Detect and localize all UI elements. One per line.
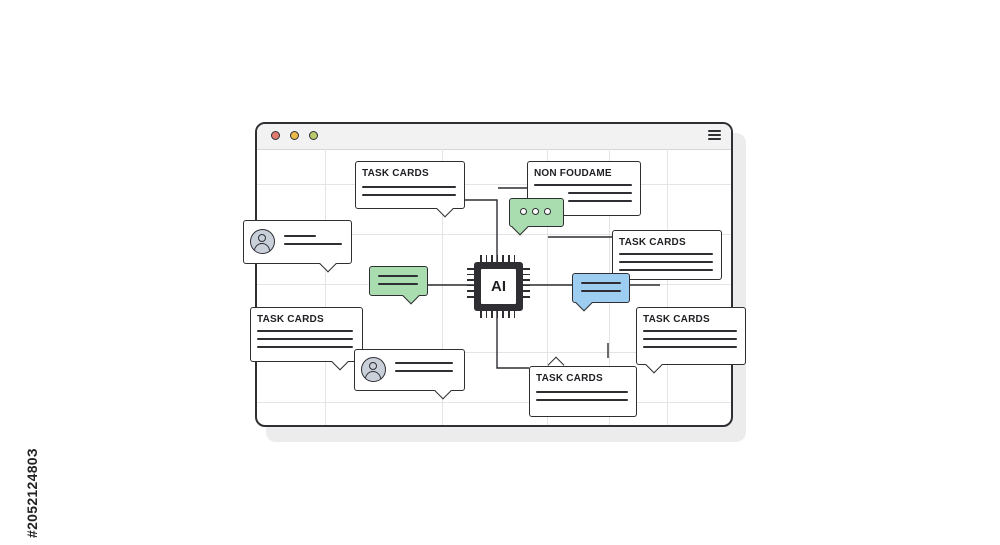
wire xyxy=(496,311,529,369)
wire xyxy=(464,199,498,262)
maximize-dot-icon[interactable] xyxy=(309,131,318,140)
text-line xyxy=(568,192,632,194)
watermark-id: #205212480З xyxy=(24,448,40,538)
text-line xyxy=(257,330,353,332)
text-line xyxy=(257,338,353,340)
grid-line xyxy=(667,149,668,425)
task-card-label: TASK CARDS xyxy=(536,373,603,384)
text-line xyxy=(257,346,353,348)
grid-line xyxy=(547,149,548,425)
task-card[interactable]: TASK CARDS xyxy=(612,230,722,280)
chip-pins-bottom xyxy=(480,311,516,318)
text-line xyxy=(643,338,737,340)
text-line xyxy=(568,200,632,202)
text-line xyxy=(362,186,456,188)
text-line xyxy=(395,370,453,372)
text-line xyxy=(284,243,342,245)
task-card-label: TASK CARDS xyxy=(257,314,324,325)
grid-line xyxy=(257,184,731,185)
task-card-label: TASK CARDS xyxy=(362,168,429,179)
task-card-label: TASK CARDS xyxy=(643,314,710,325)
text-line xyxy=(619,269,713,271)
text-line xyxy=(619,253,713,255)
text-line xyxy=(581,290,621,292)
task-card[interactable]: TASK CARDS xyxy=(636,307,746,365)
avatar-message-card[interactable] xyxy=(243,220,352,264)
task-card-label: TASK CARDS xyxy=(619,237,686,248)
window-titlebar xyxy=(257,124,731,150)
chip-pins-top xyxy=(480,255,516,262)
text-line xyxy=(395,362,453,364)
grid-line xyxy=(325,149,326,425)
message-bubble xyxy=(369,266,428,296)
text-line xyxy=(378,275,418,277)
avatar-message-card[interactable] xyxy=(354,349,465,391)
user-avatar-icon xyxy=(250,229,275,254)
grid-line xyxy=(257,402,731,403)
text-line xyxy=(643,330,737,332)
hamburger-menu-icon[interactable] xyxy=(708,130,721,142)
ai-chip-label: AI xyxy=(491,278,506,295)
ai-chip-icon: AI xyxy=(474,262,523,311)
text-line xyxy=(643,346,737,348)
task-card-label: NON FOUDAME xyxy=(534,168,612,179)
task-card[interactable]: TASK CARDS xyxy=(250,307,363,362)
text-line xyxy=(619,261,713,263)
text-line xyxy=(581,282,621,284)
grid-line xyxy=(257,352,731,353)
task-card[interactable]: TASK CARDS xyxy=(355,161,465,209)
minimize-dot-icon[interactable] xyxy=(290,131,299,140)
text-line xyxy=(536,399,628,401)
close-dot-icon[interactable] xyxy=(271,131,280,140)
text-line xyxy=(536,391,628,393)
chip-pins-right xyxy=(523,268,530,298)
text-line xyxy=(534,184,632,186)
task-card[interactable]: TASK CARDS xyxy=(529,366,637,417)
user-avatar-icon xyxy=(361,357,386,382)
text-line xyxy=(362,194,456,196)
text-line xyxy=(284,235,316,237)
text-line xyxy=(378,283,418,285)
grid-line xyxy=(442,149,443,425)
chip-pins-left xyxy=(467,268,474,298)
grid-line xyxy=(257,234,731,235)
